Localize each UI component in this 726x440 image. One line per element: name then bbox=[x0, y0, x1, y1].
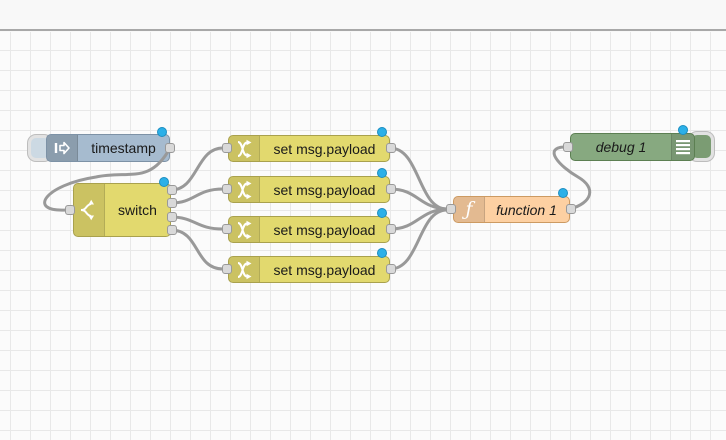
shuffle-icon bbox=[229, 257, 260, 282]
node-label: function 1 bbox=[496, 201, 557, 218]
fork-icon bbox=[74, 184, 105, 236]
wire-change4-to-function[interactable] bbox=[388, 208, 449, 271]
node-function-1[interactable]: ƒ function 1 bbox=[453, 196, 570, 223]
changed-indicator-dot bbox=[558, 188, 568, 198]
wire-switch2-to-change2[interactable] bbox=[169, 187, 225, 205]
editor-header-band bbox=[0, 0, 726, 31]
node-change-3[interactable]: set msg.payload bbox=[228, 216, 390, 243]
node-label: switch bbox=[118, 202, 157, 218]
port-switch-output-4[interactable] bbox=[167, 225, 177, 235]
node-switch[interactable]: switch bbox=[73, 183, 171, 237]
changed-indicator-dot bbox=[157, 127, 167, 137]
node-label: debug 1 bbox=[595, 139, 647, 155]
changed-indicator-dot bbox=[377, 248, 387, 258]
shuffle-icon bbox=[229, 217, 260, 242]
wire-timestamp-to-switch[interactable] bbox=[43, 146, 172, 212]
node-label: timestamp bbox=[91, 140, 156, 156]
port-debug-input[interactable] bbox=[563, 142, 573, 152]
node-debug-1[interactable]: debug 1 bbox=[570, 133, 695, 161]
node-label: set msg.payload bbox=[273, 140, 376, 157]
node-change-1[interactable]: set msg.payload bbox=[228, 135, 390, 162]
debug-list-icon bbox=[671, 134, 694, 160]
port-change2-output[interactable] bbox=[386, 184, 396, 194]
port-switch-output-2[interactable] bbox=[167, 198, 177, 208]
port-change4-input[interactable] bbox=[222, 264, 232, 274]
function-glyph-icon: ƒ bbox=[454, 197, 485, 222]
node-change-2[interactable]: set msg.payload bbox=[228, 176, 390, 203]
node-change-4[interactable]: set msg.payload bbox=[228, 256, 390, 283]
port-function-output[interactable] bbox=[566, 204, 576, 214]
port-change3-input[interactable] bbox=[222, 224, 232, 234]
port-switch-output-1[interactable] bbox=[167, 185, 177, 195]
port-switch-input[interactable] bbox=[65, 205, 75, 215]
node-label: set msg.payload bbox=[273, 181, 376, 198]
port-change2-input[interactable] bbox=[222, 184, 232, 194]
changed-indicator-dot bbox=[377, 208, 387, 218]
shuffle-icon bbox=[229, 136, 260, 161]
wire-switch4-to-change4[interactable] bbox=[169, 228, 225, 271]
port-function-input[interactable] bbox=[446, 204, 456, 214]
port-change1-output[interactable] bbox=[386, 143, 396, 153]
wire-switch1-to-change1[interactable] bbox=[169, 146, 225, 192]
shuffle-icon bbox=[229, 177, 260, 202]
node-label: set msg.payload bbox=[273, 261, 376, 278]
port-change4-output[interactable] bbox=[386, 264, 396, 274]
port-change1-input[interactable] bbox=[222, 143, 232, 153]
changed-indicator-dot bbox=[377, 168, 387, 178]
wire-function-to-debug[interactable] bbox=[552, 145, 592, 211]
changed-indicator-dot bbox=[377, 127, 387, 137]
node-label: set msg.payload bbox=[273, 221, 376, 238]
port-switch-output-3[interactable] bbox=[167, 212, 177, 222]
port-change3-output[interactable] bbox=[386, 224, 396, 234]
port-timestamp-output[interactable] bbox=[165, 143, 175, 153]
changed-indicator-dot bbox=[678, 125, 688, 135]
node-inject-timestamp[interactable]: timestamp bbox=[46, 134, 170, 162]
changed-indicator-dot bbox=[159, 177, 169, 187]
inject-arrow-icon bbox=[47, 135, 78, 161]
